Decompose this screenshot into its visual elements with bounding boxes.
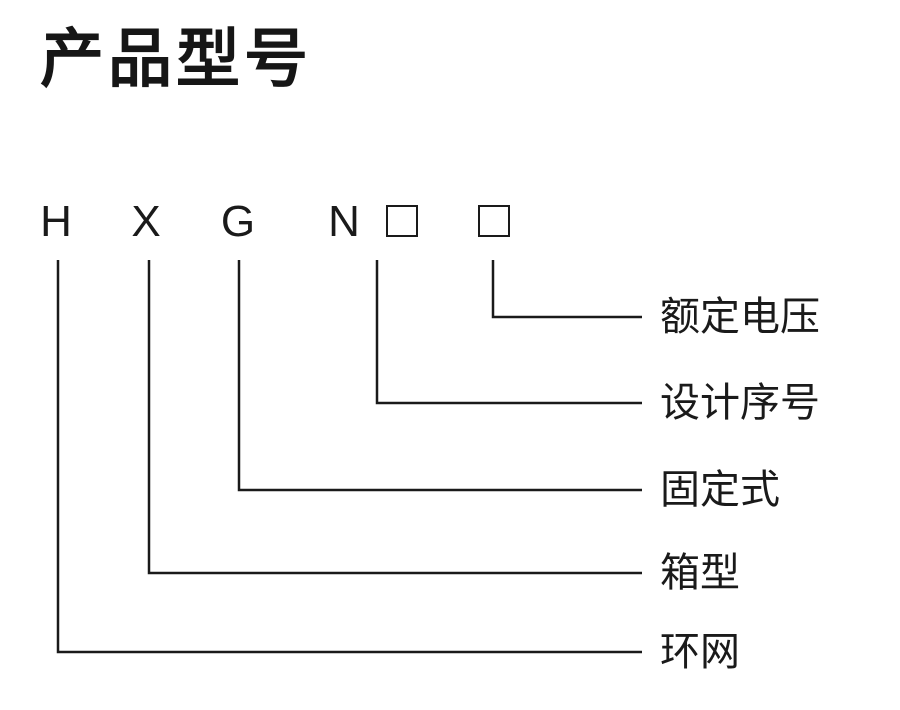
code-letter-n: N xyxy=(328,197,360,246)
code-letter-g: G xyxy=(220,197,256,246)
connector-n-design-serial xyxy=(375,260,642,405)
connector-x-box-type xyxy=(147,260,642,575)
connector-box2-rated-voltage xyxy=(491,260,642,319)
code-placeholder-box-1 xyxy=(386,205,418,237)
label-box-type: 箱型 xyxy=(660,550,740,596)
label-design-serial: 设计序号 xyxy=(660,380,820,426)
connector-h-ring-network xyxy=(56,260,642,654)
code-letter-x: X xyxy=(131,197,161,246)
page-title: 产品型号 xyxy=(40,23,312,97)
label-ring-network: 环网 xyxy=(660,629,740,675)
code-placeholder-box-2 xyxy=(478,205,510,237)
connector-g-fixed-type xyxy=(237,260,642,492)
code-letter-h: H xyxy=(40,197,72,246)
label-rated-voltage: 额定电压 xyxy=(660,294,820,340)
label-fixed-type: 固定式 xyxy=(660,467,780,513)
